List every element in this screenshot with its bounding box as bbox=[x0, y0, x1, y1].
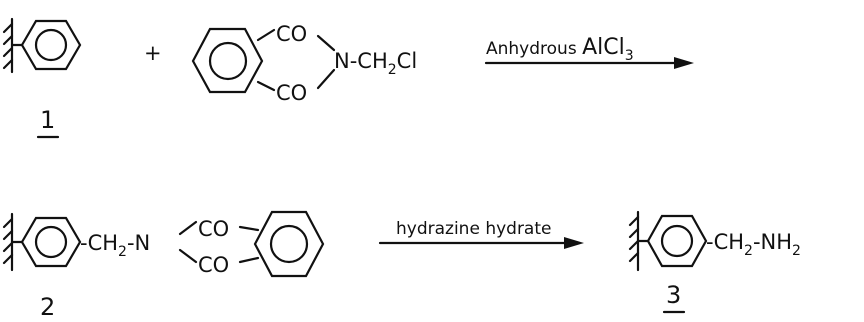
benzene-ring-icon bbox=[20, 19, 82, 71]
benzene-ring-icon bbox=[191, 27, 264, 94]
reaction-arrow-1: Anhydrous AlCl3 bbox=[484, 35, 694, 69]
carbonyl-bond-bottom bbox=[238, 256, 260, 264]
ch2-n-label: -CH2-N bbox=[80, 231, 150, 260]
arrow-head-icon bbox=[564, 237, 584, 249]
carbonyl-top-label: CO bbox=[276, 22, 307, 46]
carbonyl-bottom-label: CO bbox=[276, 81, 307, 105]
imide-bond-top bbox=[178, 220, 198, 236]
imide-bond-bottom bbox=[178, 248, 198, 264]
arrow-2-condition: hydrazine hydrate bbox=[396, 219, 551, 239]
compound-2: -CH2-N CO CO 2 bbox=[2, 210, 325, 321]
compound-3-number: 3 bbox=[666, 281, 681, 309]
polymer-support-hatch-icon bbox=[628, 210, 650, 272]
carbonyl-bottom-label: CO bbox=[198, 253, 229, 277]
polymer-support-hatch-icon bbox=[2, 17, 24, 74]
n-ch2-label: N-CH2Cl bbox=[334, 49, 417, 78]
compound-1-number: 1 bbox=[40, 106, 55, 134]
benzene-ring-icon bbox=[20, 216, 82, 268]
reaction-arrow-2: hydrazine hydrate bbox=[378, 219, 584, 249]
compound-2-number: 2 bbox=[40, 293, 55, 321]
benzene-ring-icon bbox=[253, 210, 325, 278]
imide-bond-top bbox=[316, 34, 336, 52]
compound-3: -CH2-NH2 3 bbox=[628, 210, 801, 314]
carbonyl-top-label: CO bbox=[198, 217, 229, 241]
carbonyl-bond-top bbox=[238, 225, 260, 232]
arrow-1-condition: Anhydrous AlCl3 bbox=[486, 35, 634, 64]
plus-sign: + bbox=[144, 41, 162, 65]
n-chloromethylphthalimide: CO CO N-CH2Cl bbox=[191, 22, 417, 105]
carbonyl-bond-top bbox=[256, 28, 276, 42]
imide-bond-bottom bbox=[316, 68, 336, 90]
benzene-ring-icon bbox=[646, 214, 708, 268]
polymer-support-hatch-icon bbox=[2, 212, 24, 272]
carbonyl-bond-bottom bbox=[256, 80, 276, 92]
compound-1: 1 bbox=[2, 17, 82, 139]
ch2-nh2-label: -CH2-NH2 bbox=[706, 230, 801, 259]
arrow-head-icon bbox=[674, 57, 694, 69]
